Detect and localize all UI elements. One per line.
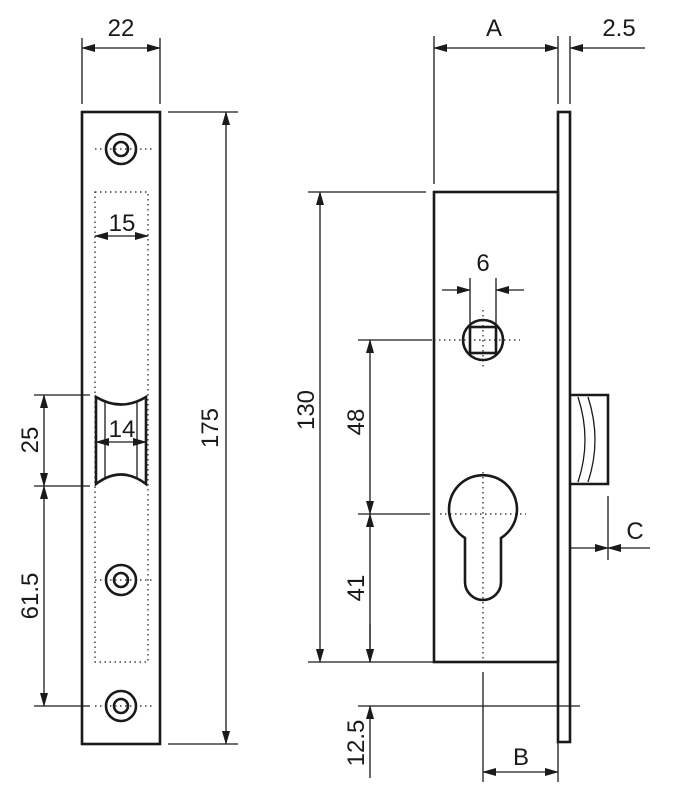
dim-faceplate-width: 22 (108, 15, 135, 42)
dim-latch-width: 14 (109, 416, 136, 443)
faceplate-side-outline (556, 110, 572, 744)
cylinder-profile (440, 472, 526, 662)
latch-bolt-side (570, 393, 610, 486)
bottom-screw-hole (95, 689, 152, 723)
lock-body-view: A 2.5 130 6 48 41 12.5 B (293, 15, 650, 782)
latch-bolt-face (94, 394, 148, 487)
dim-spindle-square: 6 (476, 250, 489, 277)
faceplate-outline (80, 110, 162, 746)
dim-body-depth: A (486, 15, 502, 42)
dim-cylinder-to-bottom: 41 (343, 575, 370, 602)
dim-latch-height: 25 (17, 427, 44, 454)
top-screw-hole (95, 132, 152, 166)
dim-faceplate-thickness: 2.5 (602, 15, 635, 42)
lock-case-outline (432, 190, 560, 664)
dim-backset-offset: B (513, 744, 529, 771)
spindle-hub (434, 310, 520, 370)
dim-latch-slot-width: 15 (109, 210, 136, 237)
dim-lower-screw-distance: 61.5 (17, 573, 44, 620)
dim-latch-projection: C (626, 518, 643, 545)
middle-screw-hole (95, 563, 152, 597)
dim-spindle-to-cylinder: 48 (343, 409, 370, 436)
dim-bottom-offset: 12.5 (343, 720, 370, 767)
dim-body-height: 130 (293, 390, 320, 430)
dim-faceplate-height: 175 (197, 408, 224, 448)
faceplate-view: 22 15 14 175 25 61.5 (17, 15, 238, 746)
